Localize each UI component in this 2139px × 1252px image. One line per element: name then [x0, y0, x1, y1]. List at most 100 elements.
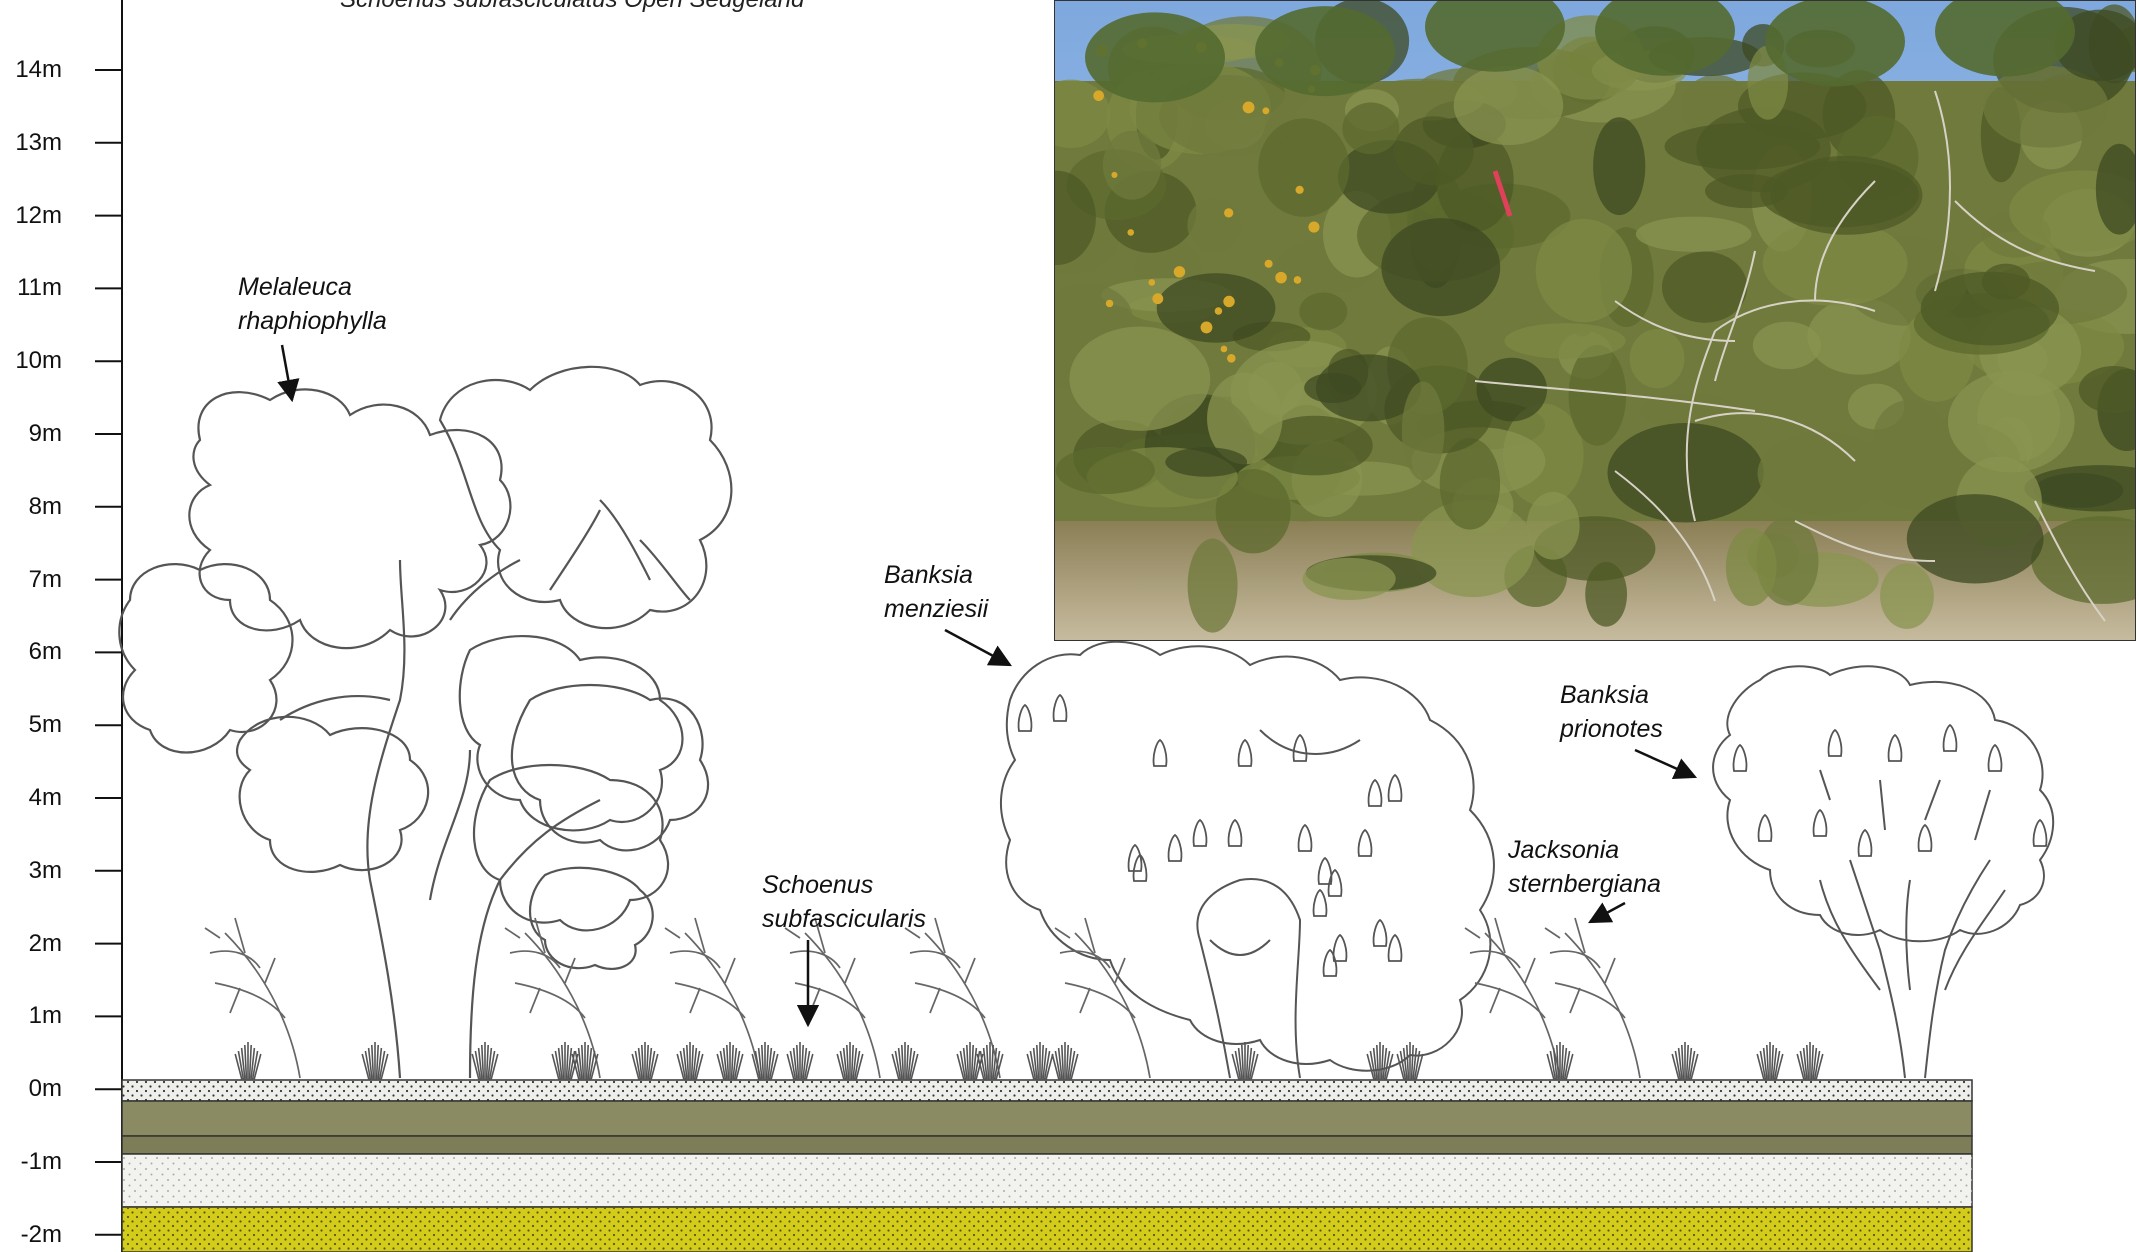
y-tick-label: 4m: [0, 784, 62, 812]
foliage-clump: [1103, 131, 1161, 200]
y-tick-label: 14m: [0, 56, 62, 84]
foliage-clump: [1527, 492, 1580, 560]
foliage-clump: [1187, 198, 1241, 252]
label-schoenus-genus: Schoenus: [762, 868, 926, 902]
wattle-flower: [1243, 102, 1255, 114]
banksia-cone: [1374, 920, 1387, 946]
wattle-flower: [1308, 222, 1319, 233]
banksia-cone: [1389, 935, 1402, 961]
foliage-clump: [1921, 272, 2059, 346]
foliage-clump: [1760, 161, 1919, 227]
banksia-cone: [1944, 725, 1957, 751]
wattle-flower: [1093, 90, 1104, 101]
banksia-cone: [1054, 695, 1067, 721]
wattle-flower: [1127, 229, 1134, 236]
foliage-clump: [1880, 563, 1934, 629]
label-jacksonia-genus: Jacksonia: [1508, 833, 1661, 867]
sedge-tuft: [632, 1042, 658, 1080]
banksia-cone: [1389, 775, 1402, 801]
site-photograph: [1054, 0, 2136, 641]
banksia-cone: [1734, 745, 1747, 771]
wattle-flower: [1111, 172, 1117, 178]
foliage-clump: [1454, 66, 1563, 145]
foliage-clump: [1342, 102, 1399, 154]
y-tick-label: 6m: [0, 638, 62, 666]
label-banksia-prionotes-epithet: prionotes: [1560, 712, 1663, 746]
banksia-cone: [1299, 825, 1312, 851]
foliage-clump: [1394, 116, 1474, 185]
sedge-tuft: [1232, 1042, 1258, 1080]
sedge-tuft: [1367, 1042, 1393, 1080]
foliage-clump: [1504, 323, 1625, 359]
soil-olive-lower: [122, 1136, 1972, 1154]
melaleuca-tree-drawing: [119, 367, 731, 1078]
sedge-tuft: [1027, 1042, 1053, 1080]
y-tick-label: 2m: [0, 930, 62, 958]
foliage-clump: [1188, 539, 1238, 633]
wattle-flower: [1265, 260, 1273, 268]
foliage-clump: [1948, 371, 2075, 472]
shrub: [905, 918, 1000, 1078]
banksia-prionotes-arrow: [1635, 750, 1695, 777]
foliage-clump: [1662, 252, 1747, 323]
y-tick-label: 5m: [0, 711, 62, 739]
wattle-flower: [1201, 321, 1213, 333]
wattle-flower: [1223, 296, 1234, 307]
schoenus-sedge-tufts: [235, 1042, 1823, 1080]
y-tick-label: 10m: [0, 347, 62, 375]
banksia-cone: [1919, 825, 1932, 851]
y-tick-label: 11m: [0, 274, 62, 302]
foliage-clump: [1402, 382, 1445, 481]
label-banksia-menziesii-genus: Banksia: [884, 558, 988, 592]
sedge-tuft: [1547, 1042, 1573, 1080]
wattle-flower: [1227, 354, 1236, 363]
wattle-flower: [1294, 276, 1302, 284]
foliage-clump: [1476, 358, 1547, 422]
banksia-cone: [1019, 705, 1032, 731]
banksia-cone: [1889, 735, 1902, 761]
y-tick-label: 8m: [0, 493, 62, 521]
site-photo-illustration: [1055, 1, 2136, 641]
y-tick-label: 7m: [0, 566, 62, 594]
foliage-clump: [1726, 528, 1777, 606]
soil-yellow-sand-pattern: [122, 1207, 1972, 1252]
foliage-clump: [1069, 327, 1210, 431]
sedge-tuft: [1672, 1042, 1698, 1080]
wattle-flower: [1296, 186, 1304, 194]
foliage-clump: [1536, 219, 1632, 322]
soil-dotted-topsoil-pattern: [122, 1080, 1972, 1101]
shrub: [1055, 918, 1150, 1078]
banksia-cone: [2034, 820, 2047, 846]
label-schoenus-epithet: subfascicularis: [762, 902, 926, 936]
label-jacksonia: Jacksonia sternbergiana: [1508, 833, 1661, 901]
y-tick-label: 0m: [0, 1075, 62, 1103]
y-tick-label: 13m: [0, 129, 62, 157]
soil-profile: [122, 1080, 1972, 1252]
banksia-cone: [1759, 815, 1772, 841]
label-banksia-prionotes: Banksia prionotes: [1560, 678, 1663, 746]
soil-pale-sand-pattern: [122, 1154, 1972, 1207]
foliage-clump: [1630, 329, 1685, 388]
sedge-tuft: [892, 1042, 918, 1080]
foliage-clump: [1636, 217, 1752, 252]
tree-canopy: [1255, 6, 1395, 96]
jacksonia-arrow: [1590, 903, 1625, 922]
foliage-clump: [1165, 447, 1247, 476]
y-tick-label: 1m: [0, 1002, 62, 1030]
banksia-cone: [1989, 745, 2002, 771]
y-tick-label: -1m: [0, 1148, 62, 1176]
wattle-flower: [1152, 293, 1163, 304]
foliage-clump: [1304, 373, 1361, 403]
banksia-cone: [1829, 730, 1842, 756]
banksia-cone: [1859, 830, 1872, 856]
foliage-clump: [1607, 423, 1763, 522]
shrub: [1465, 918, 1560, 1078]
sedge-tuft: [235, 1042, 261, 1080]
foliage-clump: [1381, 218, 1500, 316]
foliage-clump: [1907, 494, 2044, 583]
foliage-clump: [1303, 558, 1396, 600]
shrub: [665, 918, 760, 1078]
wattle-flower: [1148, 279, 1155, 286]
sedge-tuft: [717, 1042, 743, 1080]
